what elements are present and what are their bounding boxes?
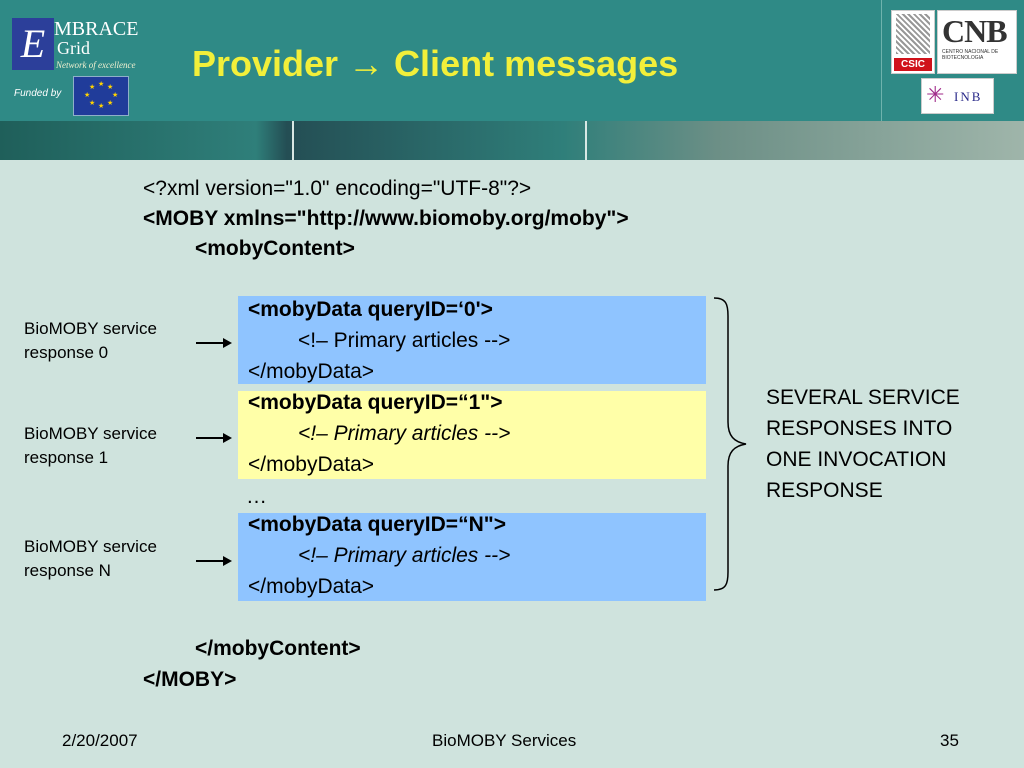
csic-emblem-icon — [896, 14, 930, 54]
moby-data-close-tag: </mobyData> — [248, 453, 375, 476]
response-1-label-line2: response 1 — [24, 448, 109, 467]
summary-note: SEVERAL SERVICE RESPONSES INTO ONE INVOC… — [766, 382, 960, 506]
moby-data-close-tag: </mobyData> — [248, 360, 375, 383]
csic-logo-label: CSIC — [894, 58, 932, 71]
footer-title: BioMOBY Services — [432, 731, 577, 750]
summary-line: SEVERAL SERVICE — [766, 386, 960, 409]
embrace-logo-mark: E — [12, 18, 54, 70]
embrace-grid-logo: E MBRACE Grid Network of excellence — [12, 18, 148, 74]
response-n-label-line2: response N — [24, 561, 111, 580]
header-image-strip — [0, 121, 1024, 160]
moby-data-open-tag: <mobyData queryID=“N"> — [248, 513, 506, 536]
moby-data-comment: <!– Primary articles --> — [298, 544, 511, 567]
inb-logo-text: INB — [954, 89, 983, 104]
moby-data-comment: <!– Primary articles --> — [298, 422, 511, 445]
response-n-label-line1: BioMOBY service — [24, 537, 157, 556]
slide-title: Provider → Client messages — [192, 43, 679, 84]
moby-content-close-tag: </mobyContent> — [195, 637, 361, 660]
cnb-logo-subtitle: CENTRO NACIONAL DE BIOTECNOLOGIA — [942, 49, 999, 61]
arrow-right-icon — [196, 338, 232, 348]
eu-flag-icon: ★ ★ ★ ★ ★ ★ ★ ★ — [73, 76, 129, 116]
footer-date: 2/20/2007 — [62, 731, 138, 750]
moby-data-close-tag: </mobyData> — [248, 575, 375, 598]
inb-logo: ✳ INB — [921, 78, 994, 114]
moby-data-open-tag: <mobyData queryID=“1"> — [248, 391, 503, 414]
moby-open-tag: <MOBY xmlns="http://www.biomoby.org/moby… — [143, 207, 629, 230]
embrace-logo-tagline: Network of excellence — [56, 60, 136, 70]
strip-divider — [292, 121, 294, 160]
summary-line: ONE INVOCATION — [766, 448, 947, 471]
xml-declaration: <?xml version="1.0" encoding="UTF-8"?> — [143, 177, 532, 200]
moby-content-open-tag: <mobyContent> — [195, 237, 355, 260]
arrow-right-icon — [196, 433, 232, 443]
csic-logo: CSIC — [891, 10, 935, 74]
arrow-right-icon — [196, 556, 232, 566]
right-curly-brace — [713, 297, 747, 591]
embrace-logo-title: MBRACE — [54, 18, 139, 40]
moby-data-box-0: <mobyData queryID=‘0'> <!– Primary artic… — [238, 296, 706, 384]
strip-divider — [585, 121, 587, 160]
response-0-label-line1: BioMOBY service — [24, 319, 157, 338]
funded-by-label: Funded by — [14, 88, 62, 99]
moby-data-box-1: <mobyData queryID=“1"> <!– Primary artic… — [238, 391, 706, 479]
ellipsis: … — [246, 485, 267, 508]
moby-data-open-tag: <mobyData queryID=‘0'> — [248, 298, 493, 321]
embrace-logo-subtitle: Grid — [57, 38, 90, 58]
response-0-label-line2: response 0 — [24, 343, 109, 362]
cnb-logo-text: CNB — [942, 13, 1008, 49]
moby-data-comment: <!– Primary articles --> — [298, 329, 511, 352]
summary-line: RESPONSE — [766, 479, 883, 502]
inb-network-icon: ✳ — [926, 82, 945, 107]
summary-line: RESPONSES INTO — [766, 417, 953, 440]
moby-data-box-n: <mobyData queryID=“N"> <!– Primary artic… — [238, 513, 706, 601]
slide-number: 35 — [940, 731, 959, 750]
response-1-label-line1: BioMOBY service — [24, 424, 157, 443]
moby-close-tag: </MOBY> — [143, 668, 237, 691]
cnb-logo: CNB CENTRO NACIONAL DE BIOTECNOLOGIA — [937, 10, 1017, 74]
